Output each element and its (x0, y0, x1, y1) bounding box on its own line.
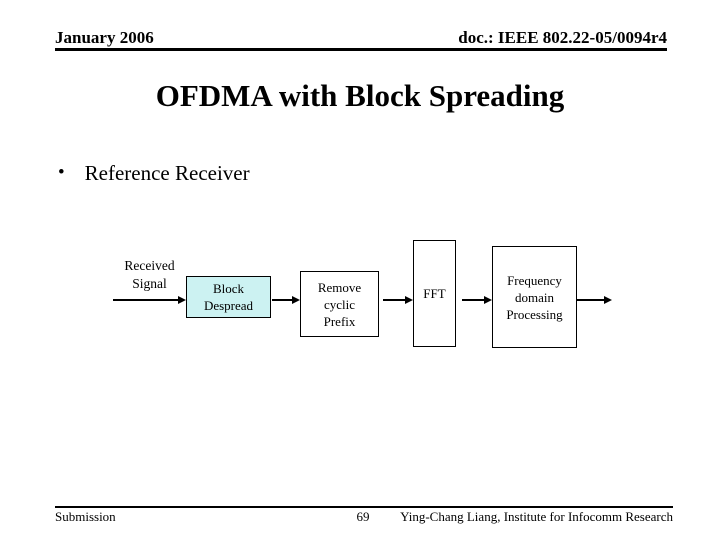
flow-arrow (383, 296, 413, 304)
box-label-line: FFT (423, 286, 446, 301)
arrow-head-icon (178, 296, 186, 304)
header-doc-number: doc.: IEEE 802.22-05/0094r4 (458, 28, 667, 47)
bullet-text: Reference Receiver (84, 161, 250, 185)
arrow-head-icon (405, 296, 413, 304)
arrow-head-icon (484, 296, 492, 304)
bullet-marker: • (58, 162, 65, 183)
footer-submission: Submission (55, 509, 116, 524)
box-label-line: Prefix (323, 313, 356, 329)
fft-box: FFT (413, 240, 456, 347)
frequency-domain-processing-box: Frequency domain Processing (492, 246, 577, 348)
bullet-item: • Reference Receiver (58, 161, 250, 186)
remove-cyclic-prefix-box: Remove cyclic Prefix (300, 271, 379, 337)
box-label-line: Remove (317, 279, 362, 295)
arrow-shaft (113, 299, 180, 301)
input-signal-label: Received Signal (113, 257, 186, 293)
slide-title: OFDMA with Block Spreading (155, 78, 565, 113)
arrow-shaft (577, 299, 606, 301)
header-rule (55, 48, 667, 51)
box-label-line: Processing (506, 306, 563, 322)
box-label-line: cyclic (323, 296, 356, 312)
box-label-line: Despread (203, 298, 254, 313)
arrow-shaft (462, 299, 486, 301)
footer-rule (55, 506, 673, 508)
footer-page-number: 69 (356, 509, 370, 524)
input-signal-label-line: Received (124, 258, 175, 273)
input-signal-label-line: Signal (132, 276, 167, 291)
block-despread-box: Block Despread (186, 276, 271, 318)
header-date: January 2006 (55, 28, 154, 47)
arrow-head-icon (292, 296, 300, 304)
arrow-shaft (383, 299, 407, 301)
flow-arrow (462, 296, 492, 304)
box-label-line: Frequency (507, 272, 562, 288)
box-label-line: Block (212, 281, 245, 296)
footer-author: Ying-Chang Liang, Institute for Infocomm… (400, 509, 673, 524)
flow-arrow-input (113, 296, 186, 304)
flow-arrow (272, 296, 300, 304)
flow-arrow-output (577, 296, 612, 304)
arrow-shaft (272, 299, 294, 301)
box-label-line: domain (515, 289, 554, 305)
arrow-head-icon (604, 296, 612, 304)
